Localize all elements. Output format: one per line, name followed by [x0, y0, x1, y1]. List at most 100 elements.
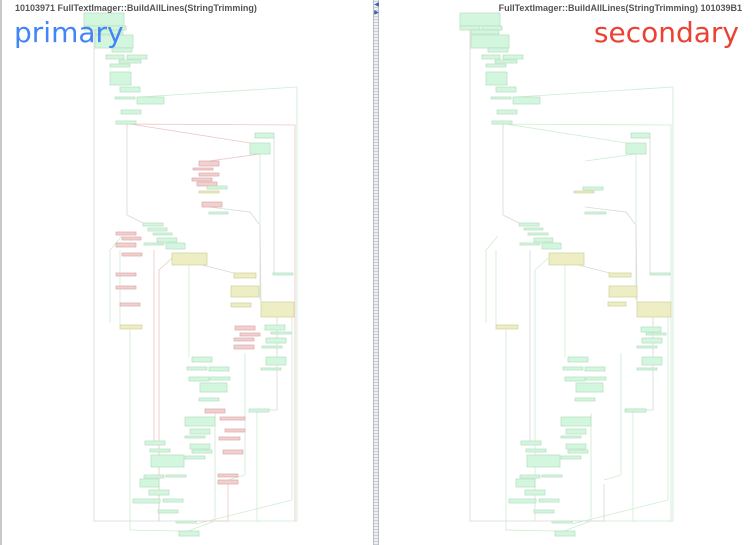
changed-basic-block[interactable]	[495, 324, 519, 330]
matched-basic-block[interactable]	[188, 376, 210, 382]
matched-basic-block[interactable]	[178, 530, 200, 537]
matched-basic-block[interactable]	[184, 455, 206, 460]
matched-basic-block[interactable]	[142, 222, 164, 227]
matched-basic-block[interactable]	[199, 382, 228, 393]
matched-basic-block[interactable]	[541, 474, 563, 478]
matched-basic-block[interactable]	[533, 509, 555, 514]
matched-basic-block[interactable]	[649, 272, 671, 276]
matched-basic-block[interactable]	[198, 397, 220, 402]
matched-basic-block[interactable]	[520, 440, 542, 446]
matched-basic-block[interactable]	[189, 443, 211, 450]
matched-basic-block[interactable]	[149, 448, 171, 453]
matched-basic-block[interactable]	[156, 237, 178, 243]
unmatched-basic-block[interactable]	[198, 160, 220, 167]
matched-basic-block[interactable]	[533, 237, 554, 243]
unmatched-basic-block[interactable]	[224, 428, 246, 433]
collapse-right-icon[interactable]: ▶	[374, 10, 379, 16]
matched-basic-block[interactable]	[625, 408, 647, 413]
matched-basic-block[interactable]	[551, 520, 573, 524]
matched-basic-block[interactable]	[494, 59, 518, 64]
matched-basic-block[interactable]	[261, 345, 283, 349]
matched-basic-block[interactable]	[152, 232, 173, 236]
unmatched-basic-block[interactable]	[115, 231, 137, 236]
matched-basic-block[interactable]	[584, 366, 606, 372]
matched-basic-block[interactable]	[208, 211, 229, 215]
matched-basic-block[interactable]	[584, 211, 607, 215]
matched-basic-block[interactable]	[165, 242, 186, 250]
matched-basic-block[interactable]	[636, 367, 658, 371]
matched-basic-block[interactable]	[512, 96, 541, 105]
matched-basic-block[interactable]	[636, 345, 658, 349]
matched-basic-block[interactable]	[470, 34, 510, 49]
unmatched-basic-block[interactable]	[222, 449, 244, 455]
unmatched-basic-block[interactable]	[115, 272, 137, 277]
matched-basic-block[interactable]	[496, 109, 518, 115]
matched-basic-block[interactable]	[459, 12, 501, 27]
matched-basic-block[interactable]	[560, 455, 582, 460]
matched-basic-block[interactable]	[625, 142, 647, 155]
matched-basic-block[interactable]	[554, 530, 576, 537]
matched-basic-block[interactable]	[491, 120, 513, 125]
matched-basic-block[interactable]	[541, 242, 562, 250]
matched-basic-block[interactable]	[83, 25, 105, 31]
matched-basic-block[interactable]	[490, 96, 512, 100]
matched-basic-block[interactable]	[175, 520, 197, 524]
matched-basic-block[interactable]	[254, 132, 275, 139]
primary-graph-pane[interactable]: 10103971 FullTextImager::BuildAllLines(S…	[0, 0, 373, 545]
matched-basic-block[interactable]	[641, 356, 663, 366]
changed-basic-block[interactable]	[230, 302, 252, 308]
matched-basic-block[interactable]	[641, 337, 663, 344]
matched-basic-block[interactable]	[515, 478, 536, 488]
matched-basic-block[interactable]	[470, 29, 500, 35]
changed-basic-block[interactable]	[607, 301, 627, 307]
matched-basic-block[interactable]	[162, 498, 184, 503]
changed-basic-block[interactable]	[171, 252, 208, 266]
matched-basic-block[interactable]	[519, 242, 541, 246]
matched-basic-block[interactable]	[485, 63, 507, 68]
changed-basic-block[interactable]	[608, 272, 632, 278]
matched-basic-block[interactable]	[208, 366, 230, 372]
matched-basic-block[interactable]	[564, 376, 586, 382]
matched-basic-block[interactable]	[114, 96, 136, 100]
matched-basic-block[interactable]	[526, 454, 561, 468]
matched-basic-block[interactable]	[186, 366, 208, 371]
matched-basic-block[interactable]	[525, 448, 547, 453]
matched-basic-block[interactable]	[518, 222, 540, 227]
matched-basic-block[interactable]	[574, 397, 596, 402]
changed-basic-block[interactable]	[119, 324, 143, 330]
matched-basic-block[interactable]	[265, 337, 287, 344]
matched-basic-block[interactable]	[502, 54, 524, 60]
matched-basic-block[interactable]	[136, 96, 165, 105]
unmatched-basic-block[interactable]	[191, 177, 213, 182]
matched-basic-block[interactable]	[109, 63, 131, 68]
matched-basic-block[interactable]	[147, 227, 168, 232]
matched-basic-block[interactable]	[565, 443, 587, 450]
changed-basic-block[interactable]	[260, 301, 295, 318]
unmatched-basic-block[interactable]	[121, 252, 143, 257]
pane-splitter[interactable]: ◀ ▶	[373, 0, 379, 545]
matched-basic-block[interactable]	[567, 449, 589, 454]
unmatched-basic-block[interactable]	[233, 337, 255, 342]
matched-basic-block[interactable]	[272, 272, 294, 276]
matched-basic-block[interactable]	[485, 71, 508, 86]
matched-basic-block[interactable]	[567, 356, 589, 363]
matched-basic-block[interactable]	[184, 416, 216, 427]
matched-basic-block[interactable]	[191, 356, 213, 363]
unmatched-basic-block[interactable]	[198, 172, 220, 177]
unmatched-basic-block[interactable]	[217, 479, 239, 485]
matched-basic-block[interactable]	[109, 71, 132, 86]
matched-basic-block[interactable]	[487, 47, 509, 53]
matched-basic-block[interactable]	[119, 86, 141, 93]
matched-basic-block[interactable]	[538, 498, 560, 503]
matched-basic-block[interactable]	[265, 356, 287, 366]
unmatched-basic-block[interactable]	[218, 436, 241, 441]
unmatched-basic-block[interactable]	[217, 473, 239, 478]
matched-basic-block[interactable]	[150, 454, 185, 468]
matched-basic-block[interactable]	[481, 25, 503, 31]
secondary-flow-graph[interactable]	[379, 0, 755, 545]
changed-basic-block[interactable]	[636, 301, 672, 318]
matched-basic-block[interactable]	[209, 376, 231, 381]
matched-basic-block[interactable]	[519, 474, 541, 479]
changed-basic-block[interactable]	[573, 190, 595, 194]
matched-basic-block[interactable]	[143, 242, 165, 246]
